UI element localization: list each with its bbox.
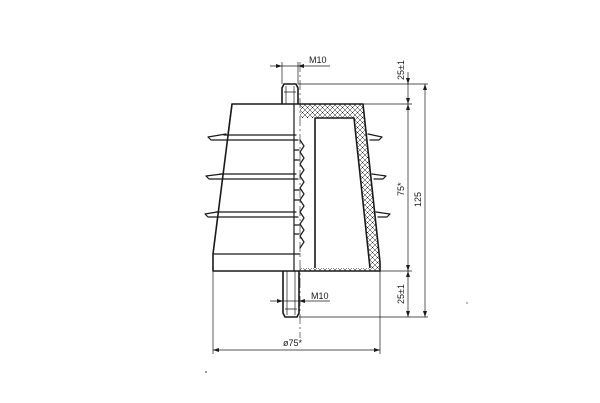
extension-lines <box>298 83 428 318</box>
bottom-stud-height-label: 25±1 <box>396 284 406 304</box>
top-threaded-stud <box>281 83 299 104</box>
thread-bottom-label: M10 <box>311 291 329 301</box>
scan-speck <box>466 302 468 304</box>
top-stud-height-label: 25±1 <box>396 60 406 80</box>
dimension-thread-top <box>270 62 330 84</box>
thread-top-label: M10 <box>309 55 327 65</box>
dimension-bottom-stud-height <box>406 271 410 317</box>
dimension-thread-bottom <box>270 299 330 303</box>
diameter-label: ø75* <box>283 338 303 348</box>
insulator-cross-section <box>299 103 391 272</box>
insulator-exterior-view <box>204 103 301 272</box>
overall-height-label: 125 <box>413 192 423 207</box>
body-height-label: 75* <box>396 182 406 196</box>
dimension-body-height <box>406 104 410 271</box>
scan-speck <box>205 371 207 373</box>
dimension-diameter <box>212 271 381 354</box>
dimension-overall-height <box>423 84 427 317</box>
dimension-top-stud-height <box>406 72 410 104</box>
bottom-threaded-stud <box>282 271 300 318</box>
